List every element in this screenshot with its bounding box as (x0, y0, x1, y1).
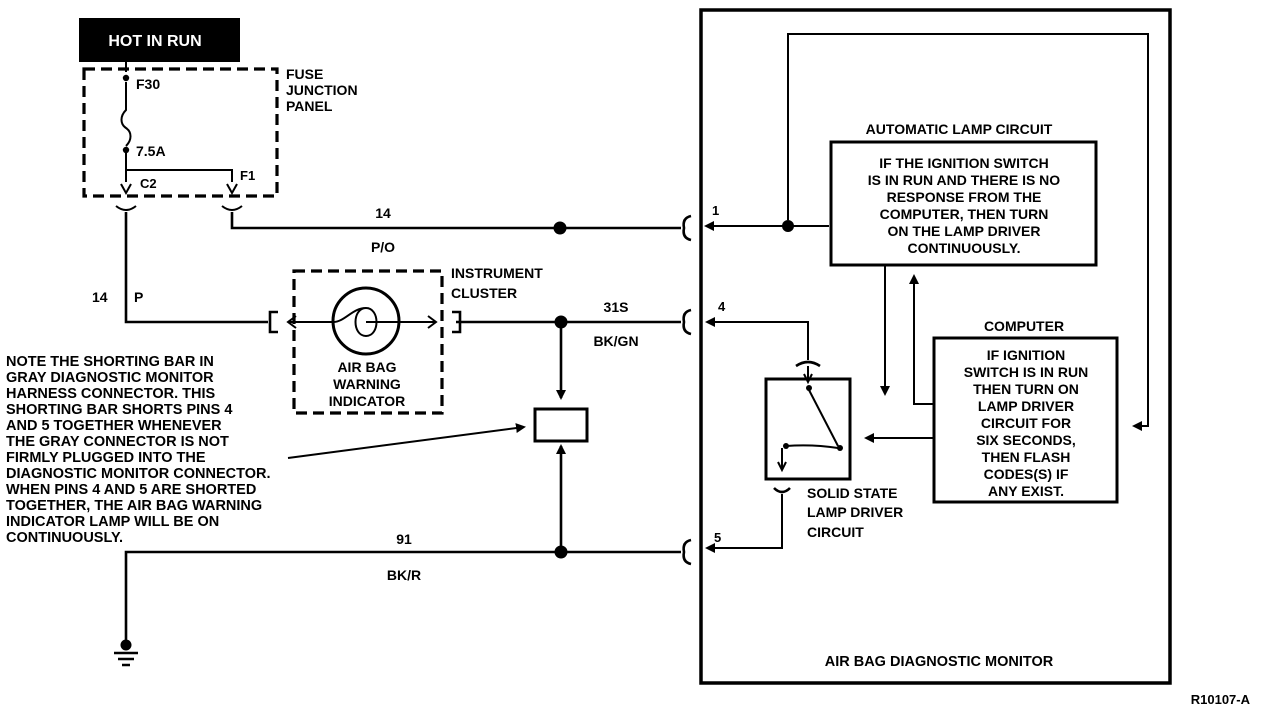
note-pointer-arrow (287, 423, 526, 459)
note-line-9: WHEN PINS 4 AND 5 ARE SHORTED (6, 482, 256, 498)
wire-14-p (124, 212, 268, 324)
wire-91-circuit: 91 (396, 531, 412, 547)
fuse-f30 (120, 62, 238, 196)
wire-14-upper-circuit: 14 (375, 205, 391, 221)
computer-to-auto-lamp (909, 274, 934, 405)
computer-text-7: THEN FLASH (982, 449, 1071, 465)
computer-text-2: SWITCH IS IN RUN (964, 364, 1088, 380)
note-line-6: THE GRAY CONNECTOR IS NOT (6, 434, 229, 450)
computer-title: COMPUTER (984, 318, 1064, 334)
auto-lamp-box (829, 140, 1098, 267)
cluster-left-connector (268, 310, 278, 334)
bus-to-computer (787, 33, 1149, 431)
note-line-3: HARNESS CONNECTOR. THIS (6, 386, 216, 402)
auto-lamp-text-2: IS IN RUN AND THERE IS NO (868, 172, 1060, 188)
connector-c2-cup (115, 205, 137, 211)
instrument-cluster-label-2: CLUSTER (451, 285, 517, 301)
shorting-bar (533, 407, 589, 443)
pin-4-connector (682, 308, 692, 336)
computer-text-6: SIX SECONDS, (976, 432, 1076, 448)
lamp-driver-label-2: LAMP DRIVER (807, 504, 903, 520)
instrument-cluster-border (292, 269, 444, 415)
pin-5-connector (682, 538, 692, 566)
fuse-panel-label-1: FUSE (286, 66, 323, 82)
note-line-12: CONTINUOUSLY. (6, 530, 123, 546)
splice-31s (554, 315, 568, 329)
fuse-rating: 7.5A (136, 143, 166, 159)
computer-text-3: THEN TURN ON (973, 381, 1079, 397)
computer-text-4: LAMP DRIVER (978, 398, 1074, 414)
hot-in-run-label: HOT IN RUN (108, 33, 201, 50)
note-line-8: DIAGNOSTIC MONITOR CONNECTOR. (6, 466, 271, 482)
note-line-11: INDICATOR LAMP WILL BE ON (6, 514, 219, 530)
lamp-driver-label-1: SOLID STATE (807, 485, 897, 501)
connector-c2-label: C2 (140, 176, 157, 191)
ground-icon (114, 639, 138, 667)
note-line-1: NOTE THE SHORTING BAR IN (6, 354, 214, 370)
auto-lamp-text-1: IF THE IGNITION SWITCH (879, 155, 1049, 171)
connector-f1-label: F1 (240, 168, 255, 183)
wire-31s-circuit: 31S (604, 299, 629, 315)
splice-91 (554, 545, 568, 559)
note-line-10: TOGETHER, THE AIR BAG WARNING (6, 498, 262, 514)
figure-id: R10107-A (1191, 692, 1251, 707)
connector-f1-cup (221, 205, 243, 211)
computer-text-1: IF IGNITION (987, 347, 1066, 363)
computer-text-5: CIRCUIT FOR (981, 415, 1071, 431)
auto-lamp-text-3: RESPONSE FROM THE (887, 189, 1042, 205)
note-line-2: GRAY DIAGNOSTIC MONITOR (6, 370, 214, 386)
wire-91 (124, 550, 681, 640)
lamp-driver-label-3: CIRCUIT (807, 524, 864, 540)
indicator-label-3: INDICATOR (329, 393, 405, 409)
cluster-right-connector (452, 310, 462, 334)
pin-5-label: 5 (714, 530, 721, 545)
wire-14-vertical-color: P (134, 289, 143, 305)
wire-14-upper-color: P/O (371, 239, 395, 255)
computer-text-9: ANY EXIST. (988, 483, 1064, 499)
wire-31s-color: BK/GN (593, 333, 638, 349)
indicator-label-2: WARNING (333, 376, 401, 392)
air-bag-warning-bulb-icon (286, 286, 438, 356)
fuse-bottom-node (122, 146, 130, 154)
shorting-bar-note: NOTE THE SHORTING BAR IN GRAY DIAGNOSTIC… (6, 354, 271, 546)
auto-lamp-text-4: COMPUTER, THEN TURN (880, 206, 1049, 222)
pin-4-label: 4 (718, 299, 726, 314)
fuse-top-node (122, 74, 130, 82)
auto-lamp-title: AUTOMATIC LAMP CIRCUIT (866, 121, 1053, 137)
pin-5-internal (705, 494, 783, 553)
indicator-label-1: AIR BAG (337, 359, 396, 375)
computer-box (932, 336, 1119, 504)
wire-14-vertical-circuit: 14 (92, 289, 108, 305)
diagnostic-monitor-border (699, 8, 1172, 685)
hot-in-run-box (79, 18, 240, 62)
auto-lamp-text-5: ON THE LAMP DRIVER (888, 223, 1041, 239)
internal-splice (782, 220, 794, 232)
lamp-driver-switch-icon (773, 360, 843, 494)
pin-1-connector (682, 214, 692, 242)
fuse-panel-label-3: PANEL (286, 98, 333, 114)
wire-91-color: BK/R (387, 567, 421, 583)
splice-14 (553, 221, 567, 235)
note-line-7: FIRMLY PLUGGED INTO THE (6, 450, 206, 466)
fuse-name: F30 (136, 76, 160, 92)
pin-4-internal (705, 317, 809, 360)
auto-lamp-text-6: CONTINUOUSLY. (907, 240, 1020, 256)
fuse-panel-label-2: JUNCTION (286, 82, 358, 98)
note-line-5: AND 5 TOGETHER WHENEVER (6, 418, 222, 434)
wire-14-p-o (230, 212, 681, 230)
note-line-4: SHORTING BAR SHORTS PINS 4 (6, 402, 232, 418)
computer-text-8: CODES(S) IF (984, 466, 1069, 482)
fuse-junction-panel-border (82, 67, 279, 198)
diagnostic-monitor-title: AIR BAG DIAGNOSTIC MONITOR (825, 654, 1054, 670)
instrument-cluster-label-1: INSTRUMENT (451, 265, 543, 281)
lamp-driver-box (764, 377, 852, 481)
pin-1-label: 1 (712, 203, 719, 218)
